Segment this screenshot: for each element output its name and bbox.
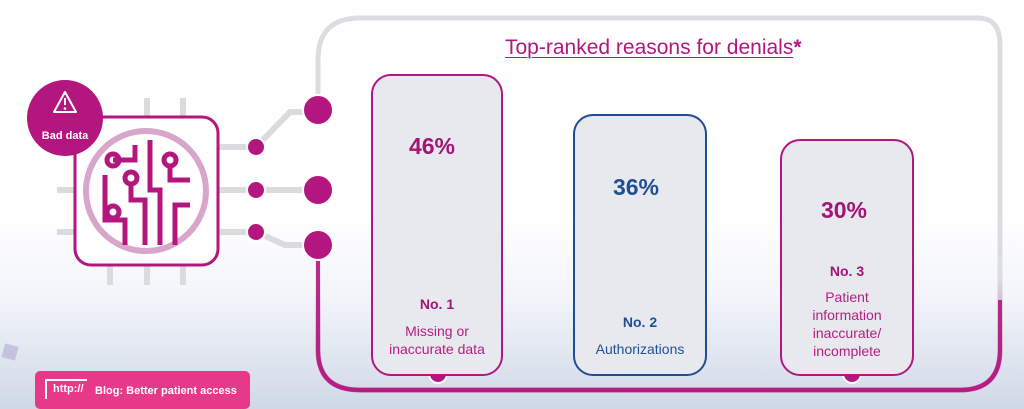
- blog-link-label: Blog: Better patient access: [95, 385, 237, 397]
- desc-line: incomplete: [813, 343, 881, 359]
- rank-label: No. 3: [829, 263, 865, 279]
- reason-description: Authorizations: [595, 341, 685, 357]
- http-text: http://: [53, 383, 84, 395]
- percent-value: 30%: [820, 197, 868, 223]
- rank-label: No. 1: [419, 296, 455, 312]
- desc-line: information: [812, 307, 882, 323]
- http-link-icon: http://: [45, 379, 87, 399]
- percent-value: 46%: [408, 133, 456, 159]
- badge-label: Bad data: [41, 130, 89, 142]
- footnote-mark: *: [793, 36, 802, 59]
- reason-card-3: 30% No. 3 Patient information inaccurate/i…: [780, 139, 914, 376]
- rank-label: No. 2: [622, 314, 658, 330]
- title-text: Top-ranked reasons for denials: [505, 36, 794, 59]
- chart-title: Top-ranked reasons for denials*: [505, 36, 802, 60]
- desc-line: inaccurate/: [812, 325, 882, 341]
- reason-card-2: 36% No. 2 Authorizations: [573, 114, 707, 376]
- desc-line: Patient: [825, 289, 869, 305]
- percent-value: 36%: [612, 174, 660, 200]
- bad-data-badge: Bad data: [27, 80, 103, 156]
- circuit-chip-icon: [102, 140, 190, 245]
- blog-link-button[interactable]: http:// Blog: Better patient access: [35, 371, 250, 409]
- reason-description: Patient information inaccurate/incomplete: [782, 288, 912, 360]
- warning-triangle-icon: [53, 91, 77, 113]
- desc-line: inaccurate data: [389, 341, 485, 357]
- reason-description: Missing or inaccurate data: [373, 322, 501, 358]
- reason-card-1: 46% No. 1 Missing or inaccurate data: [371, 74, 503, 376]
- desc-line: Missing or: [405, 323, 469, 339]
